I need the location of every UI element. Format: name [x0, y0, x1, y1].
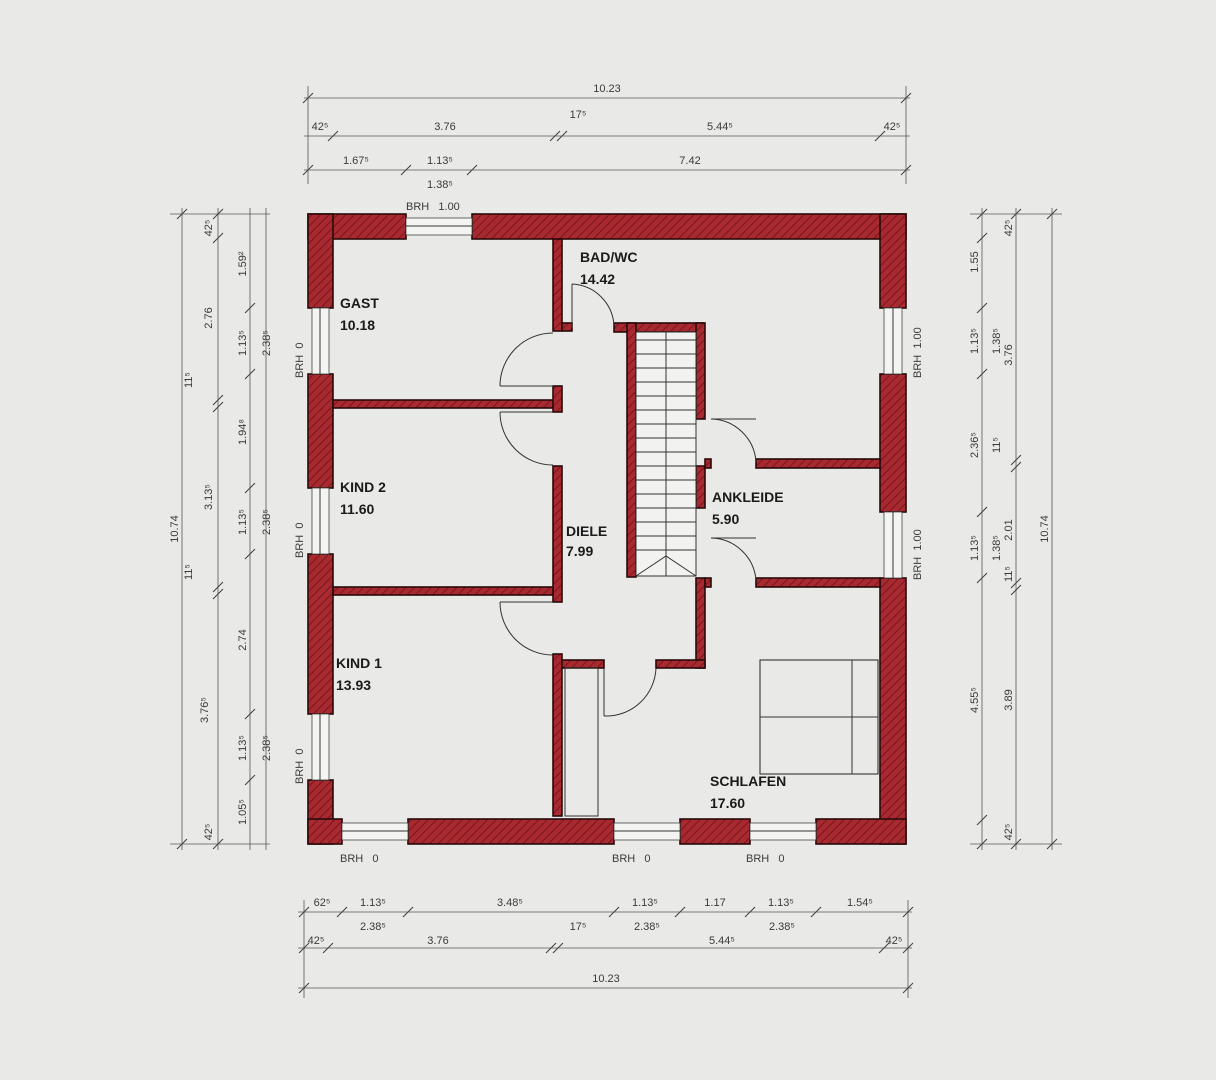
dim-left-mid-2: 11⁵: [183, 564, 195, 580]
dim-bottom-r1b-3: 2.38⁵: [769, 921, 795, 933]
dim-bottom-r1-5: 1.17: [704, 897, 725, 909]
staircase: [635, 331, 697, 577]
dim-right-r3-3: 2.01: [1003, 519, 1015, 540]
dim-bottom-r1b-2: 2.38⁵: [634, 921, 660, 933]
dim-left-r3-8: 42⁵: [203, 824, 215, 841]
dim-bottom-r1-3: 3.48⁵: [497, 897, 523, 909]
dim-right-r1-1: 42⁵: [1003, 220, 1015, 237]
dim-bottom-r1-4: 1.13⁵: [632, 897, 658, 909]
dim-bottom-r2-3: 17⁵: [570, 921, 587, 933]
dim-left-r3-4: 1.94⁸: [237, 419, 249, 445]
dim-left-r4-2: 2.38⁵: [261, 509, 273, 535]
window-labels: BRH 1.00 BRH 0 BRH 0 BRH 0 BRH 1.00 BRH …: [294, 201, 924, 865]
outer-walls: [307, 213, 907, 845]
window-label-top: BRH 1.00: [406, 201, 460, 213]
dim-left-r3-5: 1.13⁵: [237, 509, 249, 535]
dim-top-r3-2: 1.13⁵: [427, 155, 453, 167]
dim-bottom-r1b-1: 2.38⁵: [360, 921, 386, 933]
doors: [499, 283, 757, 817]
dim-top-r3-1: 1.67⁵: [343, 155, 369, 167]
room-area-gast: 10.18: [340, 317, 375, 333]
bed: [759, 659, 879, 775]
dim-bottom-r1-6: 1.13⁵: [768, 897, 794, 909]
dim-bottom-r1-1: 62⁵: [314, 897, 331, 909]
dim-right-r1-6: 4.55⁵: [969, 687, 981, 713]
dim-top-r3b: 1.38⁵: [427, 179, 453, 191]
room-name-diele: DIELE: [566, 523, 607, 539]
window-label-right-lower: BRH 1.00: [912, 529, 924, 580]
dim-left-r3-2: 1.59²: [237, 251, 249, 276]
dim-left-r2-2: 3.13⁵: [203, 484, 215, 510]
room-area-ankleide: 5.90: [712, 511, 739, 527]
dimensions-right: 42⁵ 1.55 1.13⁵ 2.36⁵ 1.13⁵ 4.55⁵ 42⁵ 1.3…: [969, 208, 1062, 850]
dimensions-top: 10.23 42⁵ 3.76 17⁵ 5.44⁵ 42⁵ 1.67⁵ 1.13⁵…: [302, 83, 912, 191]
dim-bottom-r1-2: 1.13⁵: [360, 897, 386, 909]
dim-top-r2-1: 42⁵: [312, 121, 329, 133]
dim-right-r1-4: 2.36⁵: [969, 432, 981, 458]
window-label-bottom-mid: BRH 0: [612, 853, 651, 865]
window-label-kind2: BRH 0: [294, 523, 306, 558]
room-area-diele: 7.99: [566, 543, 593, 559]
room-name-ankleide: ANKLEIDE: [712, 489, 784, 505]
dim-right-r1-3: 1.13⁵: [969, 328, 981, 354]
room-name-gast: GAST: [340, 295, 379, 311]
dim-left-r2-4: 3.76⁵: [199, 697, 211, 723]
window-label-kind1: BRH 0: [294, 749, 306, 784]
room-name-schlafen: SCHLAFEN: [710, 773, 786, 789]
dim-left-r3-6: 1.13⁵: [237, 735, 249, 761]
dim-top-r2-5: 42⁵: [884, 121, 901, 133]
window-label-right-upper: BRH 1.00: [912, 327, 924, 378]
dim-bottom-r2-4: 5.44⁵: [709, 935, 735, 947]
dim-left-r4-3: 2.38⁵: [261, 735, 273, 761]
room-area-schlafen: 17.60: [710, 795, 745, 811]
dim-bottom-r1-7: 1.54⁵: [847, 897, 873, 909]
dim-top-total: 10.23: [593, 83, 621, 95]
window-label-bottom-right: BRH 0: [746, 853, 785, 865]
dim-left-total: 10.74: [169, 515, 181, 543]
room-area-kind1: 13.93: [336, 677, 371, 693]
room-name-kind1: KIND 1: [336, 655, 382, 671]
dimensions-bottom: 62⁵ 1.13⁵ 3.48⁵ 1.13⁵ 1.17 1.13⁵ 1.54⁵ 2…: [298, 897, 914, 998]
dim-left-r3-7: 1.05⁵: [237, 799, 249, 825]
dim-left-r3-3: 1.13⁵: [237, 330, 249, 356]
dim-bottom-total: 10.23: [592, 973, 620, 985]
window-label-gast: BRH 0: [294, 343, 306, 378]
dim-left-r2-1: 2.76: [203, 307, 215, 328]
dim-right-r3-4: 3.89: [1003, 689, 1015, 710]
dim-right-total: 10.74: [1039, 515, 1051, 543]
dim-left-r4-1: 2.38⁵: [261, 330, 273, 356]
dim-right-r2-3: 11⁵: [991, 437, 1003, 453]
dim-right-r1-7: 42⁵: [1003, 824, 1015, 841]
dim-left-r3-1: 42⁵: [203, 220, 215, 237]
window-label-bottom-left: BRH 0: [340, 853, 379, 865]
dim-left-r2-3: 2.74: [237, 629, 249, 650]
dimensions-left: 10.74 11⁵ 11⁵ 2.76 3.13⁵ 2.74 3.76⁵ 42⁵ …: [169, 208, 273, 850]
dim-top-r3-3: 7.42: [679, 155, 700, 167]
room-area-bad: 14.42: [580, 271, 615, 287]
dim-bottom-r2-2: 3.76: [427, 935, 448, 947]
room-area-kind2: 11.60: [340, 501, 374, 517]
dim-right-r2-1: 1.38⁵: [991, 328, 1003, 354]
dim-right-r1-5: 1.13⁵: [969, 535, 981, 561]
dim-right-r3-1: 3.76: [1003, 344, 1015, 365]
dim-top-r2-2: 3.76: [434, 121, 455, 133]
dim-right-r2-2: 1.38⁵: [991, 535, 1003, 561]
windows: [311, 217, 903, 841]
room-name-bad: BAD/WC: [580, 249, 638, 265]
room-name-kind2: KIND 2: [340, 479, 386, 495]
dim-top-r2-3: 17⁵: [570, 109, 587, 121]
dim-right-r1-2: 1.55: [969, 251, 981, 272]
interior-walls: [332, 238, 881, 817]
room-labels: GAST 10.18 KIND 2 11.60 KIND 1 13.93 BAD…: [336, 249, 786, 811]
dim-left-mid-1: 11⁵: [183, 372, 195, 388]
dim-top-r2-4: 5.44⁵: [707, 121, 733, 133]
dim-bottom-r2-1: 42⁵: [308, 935, 325, 947]
dim-right-r3-2: 11⁵: [1003, 566, 1015, 582]
dim-bottom-r2-5: 42⁵: [886, 935, 903, 947]
